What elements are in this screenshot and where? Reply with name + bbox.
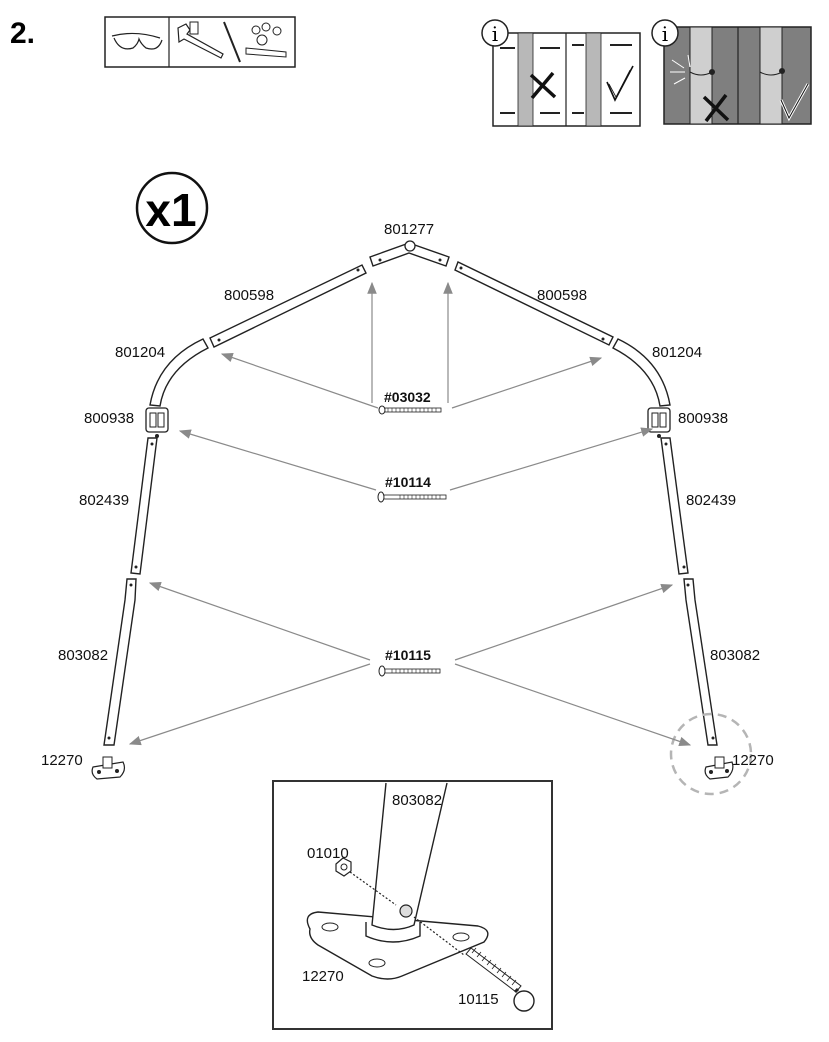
correct-check-icon xyxy=(779,83,810,122)
label-mid-right: 802439 xyxy=(686,492,736,509)
info-icon xyxy=(481,19,509,47)
label-lower-right: 803082 xyxy=(710,647,760,664)
detail-label-plate: 12270 xyxy=(302,968,344,985)
label-upper-right: 800598 xyxy=(537,287,587,304)
tools-panel xyxy=(104,16,296,68)
label-bolt-middle: #10114 xyxy=(385,474,431,490)
label-lower-left: 803082 xyxy=(58,647,108,664)
step-number: 2. xyxy=(10,17,35,50)
detail-label-bolt: 10115 xyxy=(458,991,499,1008)
mid-pole-right xyxy=(660,437,689,575)
elbow-right xyxy=(612,338,671,407)
bolt-bottom xyxy=(378,665,441,677)
label-foot-right: 12270 xyxy=(732,752,774,769)
foot-plate-left xyxy=(91,756,126,780)
elbow-left xyxy=(149,338,209,407)
bolt-middle xyxy=(377,491,447,503)
mid-pole-left xyxy=(130,437,158,575)
bolt-arrows-top xyxy=(220,281,603,409)
label-peak: 801277 xyxy=(384,221,434,238)
info-panel-tube-alignment: i xyxy=(481,19,641,127)
wrench-icon xyxy=(177,21,224,59)
info-glyph: i xyxy=(492,22,498,46)
upper-rafter-right xyxy=(454,261,614,346)
connector-left xyxy=(145,407,169,438)
wrong-cross-icon xyxy=(702,93,730,123)
label-foot-left: 12270 xyxy=(41,752,83,769)
label-mid-left: 802439 xyxy=(79,492,129,509)
socket-set-icon xyxy=(245,22,287,58)
detail-label-tube: 803082 xyxy=(392,792,442,809)
connector-right xyxy=(647,407,671,438)
quantity-badge: x1 xyxy=(135,171,209,245)
divider-slash xyxy=(223,21,241,63)
info-panel-screw-tightness: i xyxy=(651,19,812,125)
foot-plate-right xyxy=(704,756,734,780)
bolt-arrows-middle xyxy=(178,427,654,491)
label-bolt-bottom: #10115 xyxy=(385,647,431,663)
bolt-arrows-bottom xyxy=(128,582,692,747)
correct-check-icon xyxy=(606,65,634,102)
lower-pole-right xyxy=(683,578,718,746)
label-elbow-left: 801204 xyxy=(115,344,165,361)
info-glyph: i xyxy=(662,22,668,46)
detail-label-nut: 01010 xyxy=(307,845,349,862)
label-elbow-right: 801204 xyxy=(652,344,702,361)
lower-pole-left xyxy=(103,578,137,746)
label-connector-left: 800938 xyxy=(84,410,134,427)
upper-rafter-left xyxy=(209,264,367,348)
peak-connector xyxy=(369,240,450,267)
quantity-label: x1 xyxy=(145,184,196,236)
label-upper-left: 800598 xyxy=(224,287,274,304)
label-connector-right: 800938 xyxy=(678,410,728,427)
label-bolt-top: #03032 xyxy=(384,389,431,405)
bolt-top xyxy=(378,405,442,415)
detail-inset xyxy=(272,780,553,1030)
info-icon xyxy=(651,19,679,47)
safety-glasses-icon xyxy=(111,32,163,50)
detail-highlight-circle xyxy=(669,712,753,796)
wrong-cross-icon xyxy=(529,71,557,100)
